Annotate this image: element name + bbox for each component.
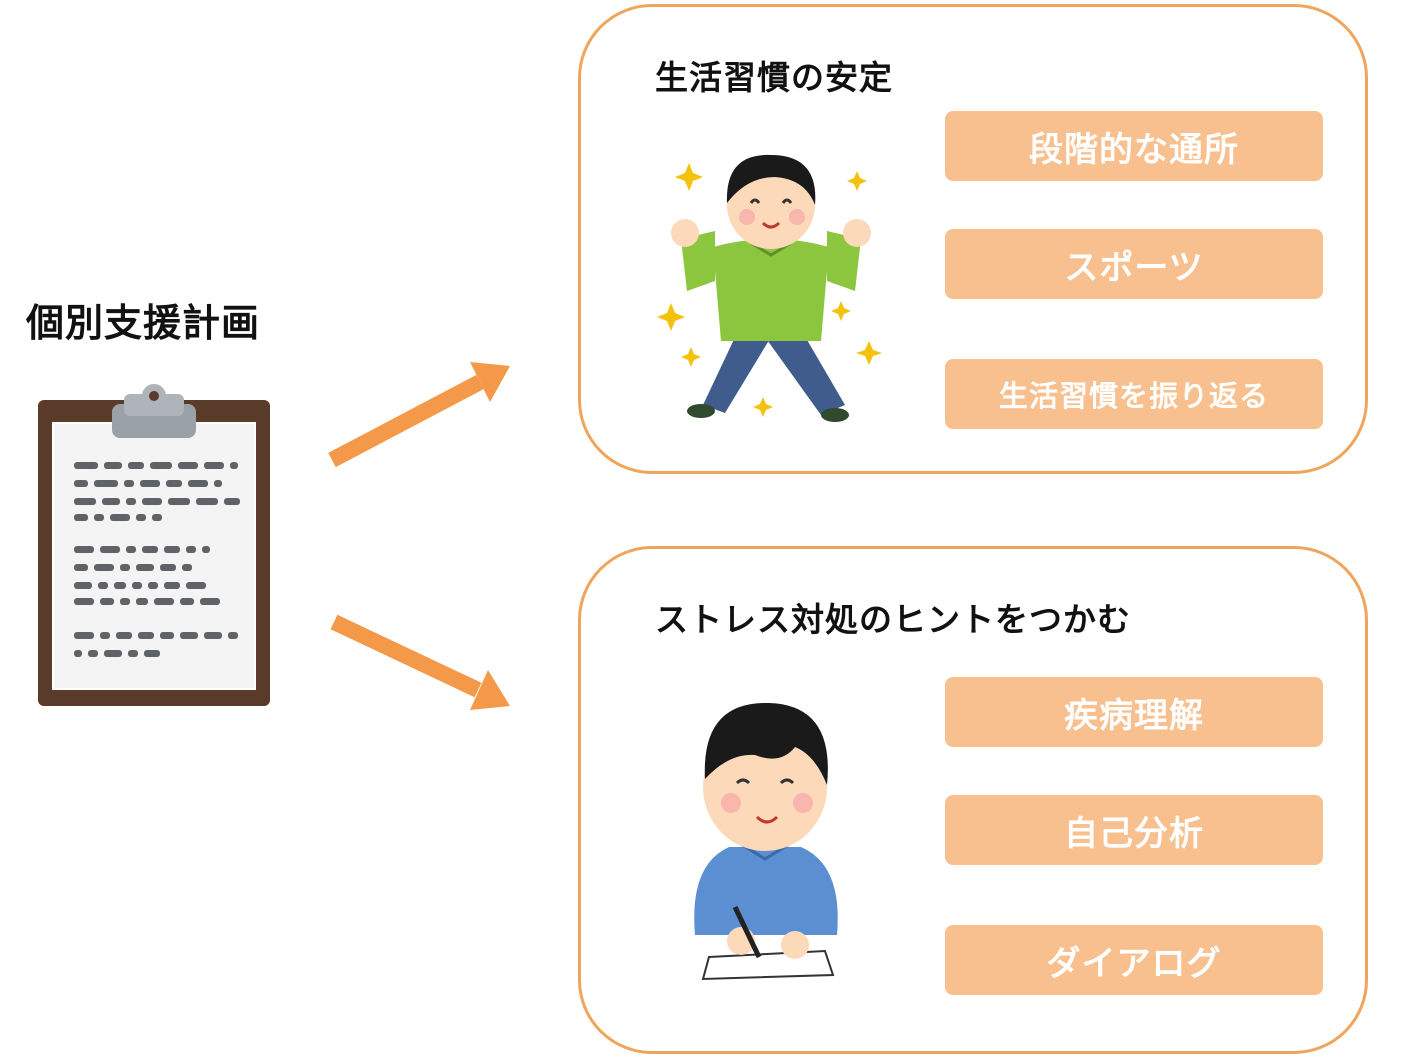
arrow-icon	[330, 614, 510, 710]
sparkle-icon	[657, 163, 882, 417]
main-title: 個別支援計画	[26, 301, 261, 345]
item-self-analysis: 自己分析	[945, 795, 1323, 865]
cheering-boy-icon	[657, 154, 882, 422]
item-dialogue: ダイアログ	[945, 925, 1323, 995]
panel-title: 生活習慣の安定	[655, 58, 893, 97]
item-sports: スポーツ	[945, 229, 1323, 299]
panel-lifestyle: 生活習慣の安定 段階的な通所 スポーツ	[578, 4, 1368, 474]
item-reflect-habits: 生活習慣を振り返る	[945, 359, 1323, 429]
item-illness-understanding: 疾病理解	[945, 677, 1323, 747]
item-gradual-attendance: 段階的な通所	[945, 111, 1323, 181]
studying-boy-icon	[694, 702, 838, 981]
panel-title: ストレス対処のヒントをつかむ	[655, 600, 1131, 639]
panel-stress-coping: ストレス対処のヒントをつかむ 疾病理解 自己分析 ダイアログ	[578, 546, 1368, 1054]
arrow-icon	[328, 362, 510, 468]
clipboard-icon	[38, 384, 270, 706]
